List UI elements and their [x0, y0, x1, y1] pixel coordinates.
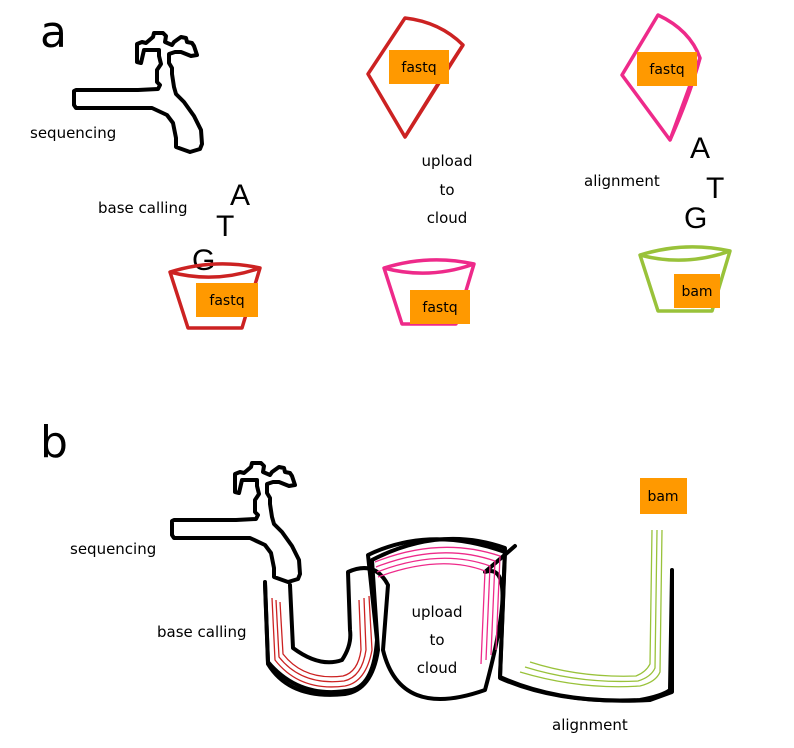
file-label: bam — [647, 489, 678, 505]
base-letter: A — [230, 179, 250, 212]
file-label: bam — [681, 284, 712, 300]
base-letter: A — [690, 132, 710, 165]
label-sequencing: sequencing — [30, 124, 116, 142]
label-alignment: alignment — [552, 716, 628, 734]
base-letter: T — [216, 210, 234, 243]
file-label: fastq — [649, 62, 684, 78]
file-label: fastq — [422, 300, 457, 316]
base-letter: T — [706, 172, 724, 205]
file-badge — [637, 52, 697, 86]
cone-icon-fastq-red — [366, 16, 465, 139]
file-label: fastq — [209, 293, 244, 309]
label-cloud: cloud — [417, 659, 458, 677]
label-base-calling: base calling — [98, 199, 188, 217]
cone-icon-fastq-pink — [620, 13, 702, 142]
file-badge — [674, 274, 720, 308]
label-upload: upload — [411, 603, 462, 621]
file-label: fastq — [401, 60, 436, 76]
panel-b-letter: b — [40, 417, 68, 468]
file-badge — [410, 290, 470, 324]
fluid-green — [519, 529, 663, 688]
label-sequencing: sequencing — [70, 540, 156, 558]
base-letter: G — [192, 244, 215, 277]
dna-bases-1: G T A — [192, 179, 250, 277]
label-alignment: alignment — [584, 172, 660, 190]
pipeline-pipe-walls — [263, 536, 674, 703]
label-to: to — [429, 631, 444, 649]
panel-a-letter: a — [40, 7, 67, 58]
base-letter: G — [684, 202, 707, 235]
label-cloud: cloud — [427, 209, 468, 227]
label-upload: upload — [421, 152, 472, 170]
file-badge — [389, 50, 449, 84]
file-badge — [196, 283, 258, 317]
fluid-pink — [374, 546, 501, 665]
dna-bases-2: G T A — [684, 132, 724, 235]
label-to: to — [439, 181, 454, 199]
label-base-calling: base calling — [157, 623, 247, 641]
faucet-icon — [170, 461, 302, 584]
file-badge — [640, 478, 687, 514]
fluid-red — [271, 595, 373, 688]
